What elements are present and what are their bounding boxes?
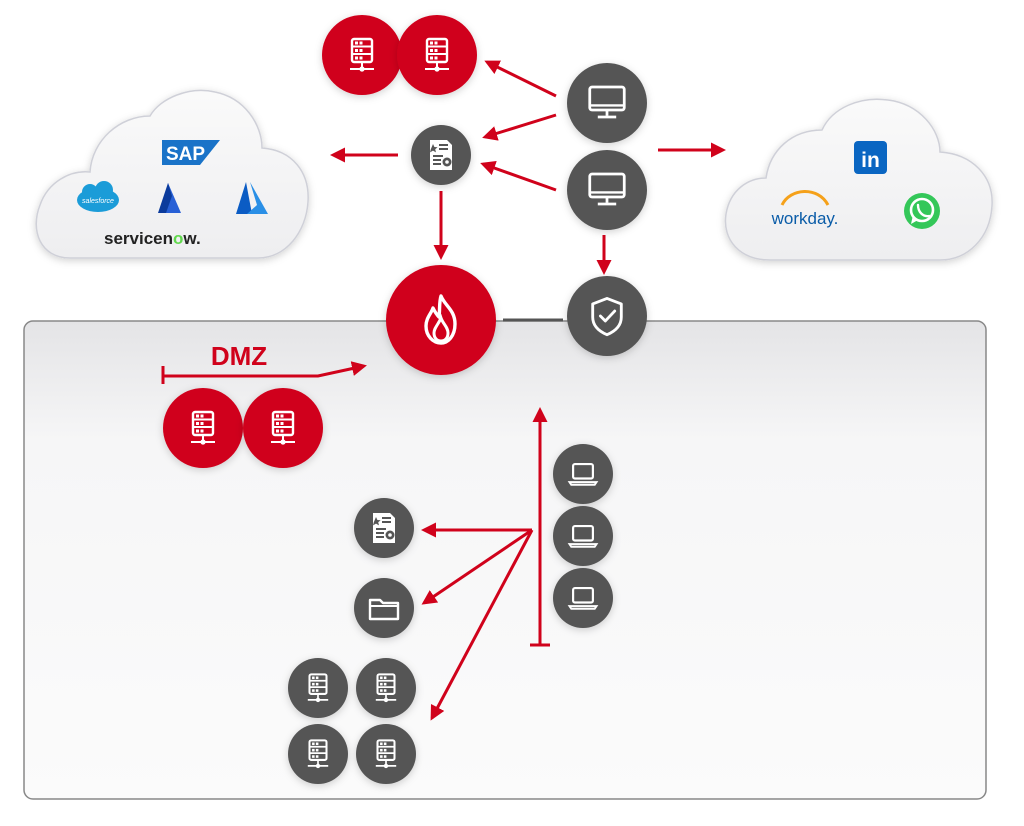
svg-text:in: in — [861, 149, 880, 172]
arrow-laptops-to-servers — [430, 529, 534, 721]
svg-text:salesforce: salesforce — [82, 198, 114, 205]
laptop-node-2[interactable] — [553, 506, 613, 566]
desktop-node-2[interactable] — [567, 150, 647, 230]
right-cloud — [724, 98, 993, 261]
arrow-desktop-to-proxy — [482, 113, 557, 141]
external-server-1[interactable] — [322, 15, 402, 95]
svg-text:servicenow.: servicenow. — [104, 229, 201, 248]
desktop-node-1[interactable] — [567, 63, 647, 143]
laptop-node-1[interactable] — [553, 444, 613, 504]
workday-logo: workday. — [771, 190, 839, 228]
internal-folder-node[interactable] — [354, 578, 414, 638]
security-node[interactable] — [567, 276, 647, 356]
servicenow-logo: servicenow. — [104, 229, 201, 248]
document-gear-icon — [430, 140, 452, 170]
internal-server-1[interactable] — [288, 658, 348, 718]
internal-server-3[interactable] — [288, 724, 348, 784]
svg-text:workday.: workday. — [771, 209, 839, 228]
svg-text:SAP: SAP — [166, 144, 205, 165]
sap-logo: SAP — [162, 140, 220, 165]
internal-server-4[interactable] — [356, 724, 416, 784]
atlassian-logo — [158, 183, 181, 213]
linkedin-logo: in — [854, 141, 887, 174]
salesforce-logo: salesforce — [77, 181, 119, 212]
external-server-2[interactable] — [397, 15, 477, 95]
proxy-document-node[interactable] — [411, 125, 471, 185]
firewall-node[interactable] — [386, 265, 496, 375]
azure-logo — [236, 182, 268, 214]
internal-document-node[interactable] — [354, 498, 414, 558]
arrow-desktop2-to-proxy — [480, 160, 557, 192]
arrow-desktop-to-servers — [484, 60, 557, 98]
left-cloud — [35, 89, 309, 259]
arrow-dmz-to-firewall — [163, 361, 367, 378]
dmz-label: DMZ — [211, 341, 267, 371]
whatsapp-logo — [904, 193, 940, 229]
internal-server-2[interactable] — [356, 658, 416, 718]
document-gear-icon — [373, 513, 395, 543]
arrow-laptops-to-folder — [421, 528, 533, 605]
dmz-server-1[interactable] — [163, 388, 243, 468]
connectors — [161, 60, 726, 721]
internal-network-panel — [23, 320, 987, 800]
laptop-node-3[interactable] — [553, 568, 613, 628]
dmz-server-2[interactable] — [243, 388, 323, 468]
